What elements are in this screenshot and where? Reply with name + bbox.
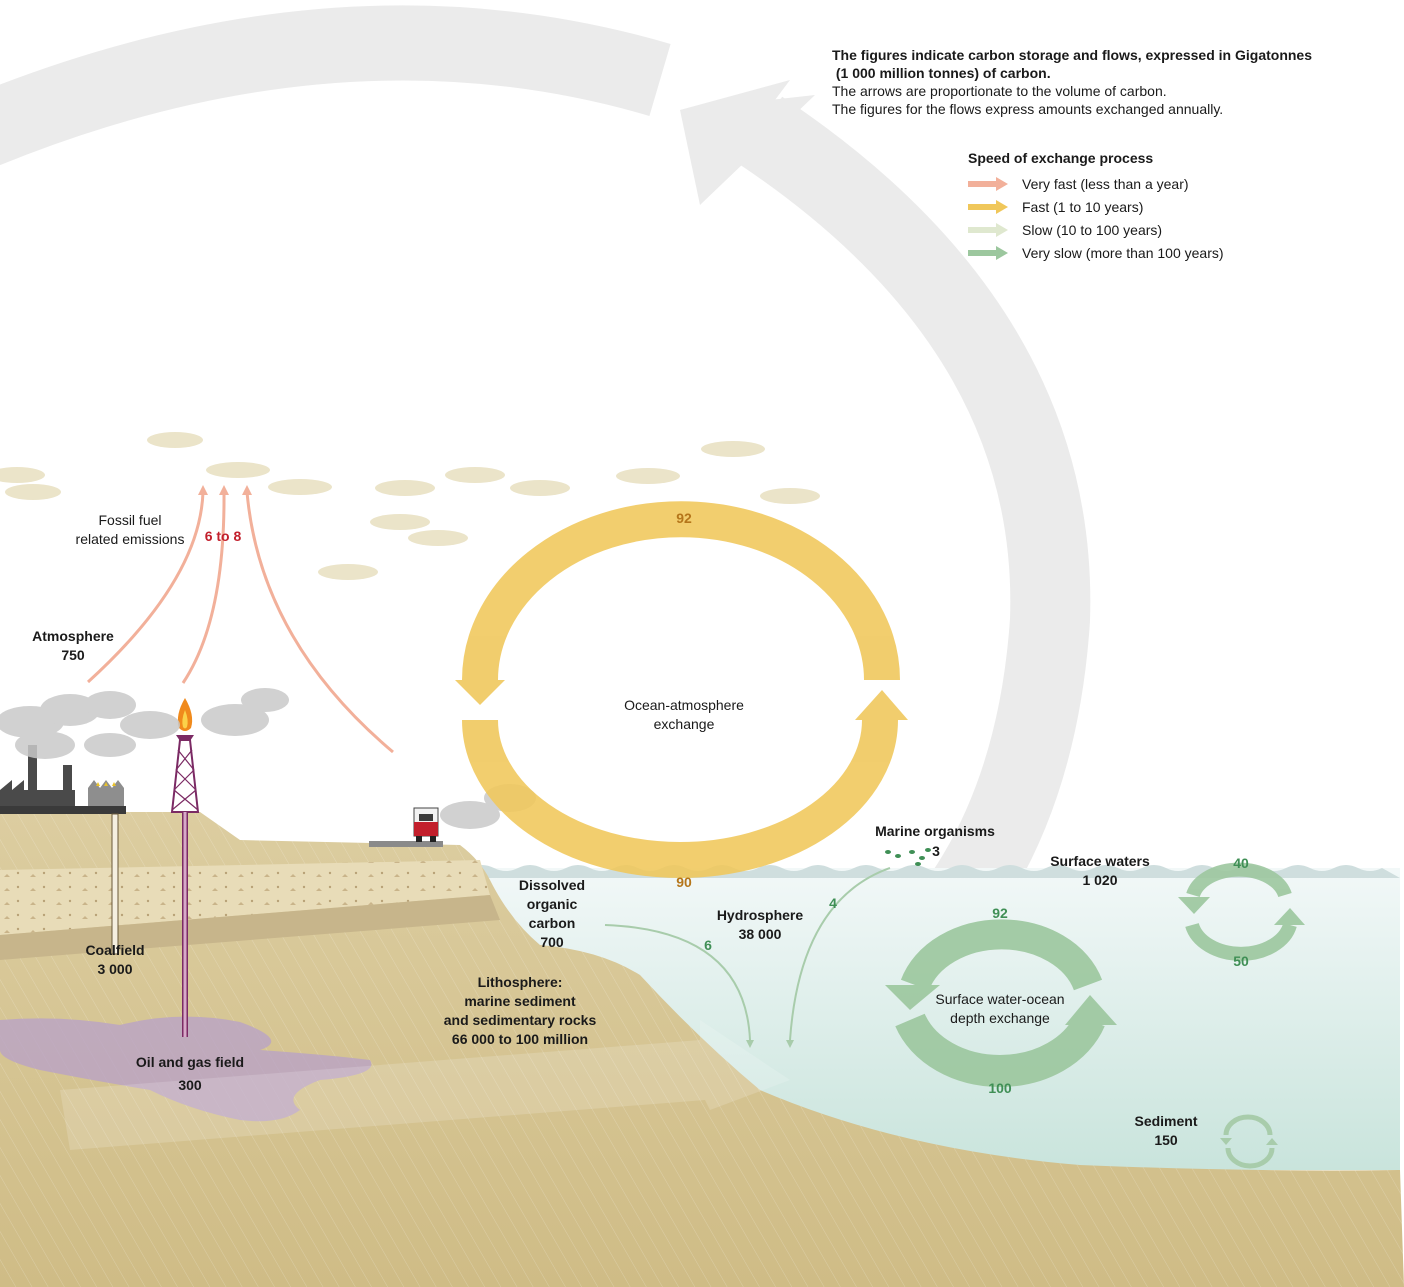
sediment-label: Sediment 150 [1134, 1113, 1198, 1148]
legend-arrow-icon [968, 199, 1008, 214]
deep-ocean-cycle [885, 919, 1117, 1087]
rock-layer [0, 895, 500, 960]
fossil-emission-arrows [86, 491, 394, 754]
info-line-1: The arrows are proportionate to the volu… [832, 83, 1167, 99]
sediment-cycle [1223, 1114, 1275, 1169]
lithosphere-label: Lithosphere: marine sediment and sedimen… [443, 974, 597, 1047]
ocean-atmosphere-cycle [455, 501, 908, 878]
surface-top-value: 40 [1233, 855, 1249, 871]
road [369, 841, 443, 847]
smoke-clouds [0, 688, 536, 829]
legend-item-fast: Fast (1 to 10 years) [968, 195, 1224, 218]
coalfield-label: Coalfield 3 000 [85, 942, 145, 977]
legend-label: Fast (1 to 10 years) [1022, 198, 1144, 215]
oil-gas-reservoir [0, 1016, 372, 1122]
legend-label: Very slow (more than 100 years) [1022, 244, 1224, 261]
info-panel: The figures indicate carbon storage and … [832, 46, 1372, 118]
ocean-atm-label: Ocean-atmosphere exchange [624, 697, 744, 732]
info-line-2: The figures for the flows express amount… [832, 101, 1224, 117]
legend-arrow-icon [968, 176, 1008, 191]
oil-gas-field-label: Oil and gas field 300 [135, 1054, 245, 1093]
coal-shaft [111, 813, 119, 955]
info-title: The figures indicate carbon storage and … [832, 47, 1312, 81]
legend-arrow-icon [968, 245, 1008, 260]
surface-bottom-value: 50 [1233, 953, 1249, 969]
legend-arrow-icon [968, 222, 1008, 237]
fossil-fuel-value: 6 to 8 [204, 528, 242, 544]
surface-waters-cycle [1178, 862, 1305, 961]
deep-exchange-label: Surface water-ocean depth exchange [935, 991, 1065, 1026]
hydrosphere-label: Hydrosphere 38 000 [716, 907, 804, 942]
hydrosphere-flows [604, 867, 891, 1041]
flow-6-value: 6 [704, 937, 712, 953]
lithosphere-arrow [60, 1020, 790, 1150]
legend-label: Very fast (less than a year) [1022, 175, 1189, 192]
marine-organisms-value: 3 [932, 843, 940, 859]
dissolved-organic-carbon-label: Dissolved organic carbon 700 [518, 877, 586, 950]
oil-derrick-icon [170, 698, 200, 1037]
truck-icon [413, 807, 439, 842]
surface-waters-label: Surface waters 1 020 [1050, 853, 1150, 888]
marine-organisms-label: Marine organisms [875, 823, 995, 839]
legend-item-slow: Slow (10 to 100 years) [968, 218, 1224, 241]
deep-bottom-value: 100 [988, 1080, 1012, 1096]
legend-item-very-fast: Very fast (less than a year) [968, 172, 1224, 195]
marine-organisms-icon [885, 848, 931, 866]
flow-4-value: 4 [829, 895, 837, 911]
ocean-atm-bottom-value: 90 [676, 874, 692, 890]
clouds [0, 432, 820, 580]
legend: Speed of exchange process Very fast (les… [968, 150, 1224, 264]
atmosphere-label: Atmosphere 750 [32, 628, 114, 663]
factory-icon [0, 745, 126, 814]
ocean-atm-top-value: 92 [676, 510, 692, 526]
legend-item-very-slow: Very slow (more than 100 years) [968, 241, 1224, 264]
legend-label: Slow (10 to 100 years) [1022, 221, 1163, 238]
deep-top-value: 92 [992, 905, 1008, 921]
legend-title: Speed of exchange process [968, 150, 1154, 166]
fossil-fuel-label: Fossil fuel related emissions [75, 512, 185, 547]
